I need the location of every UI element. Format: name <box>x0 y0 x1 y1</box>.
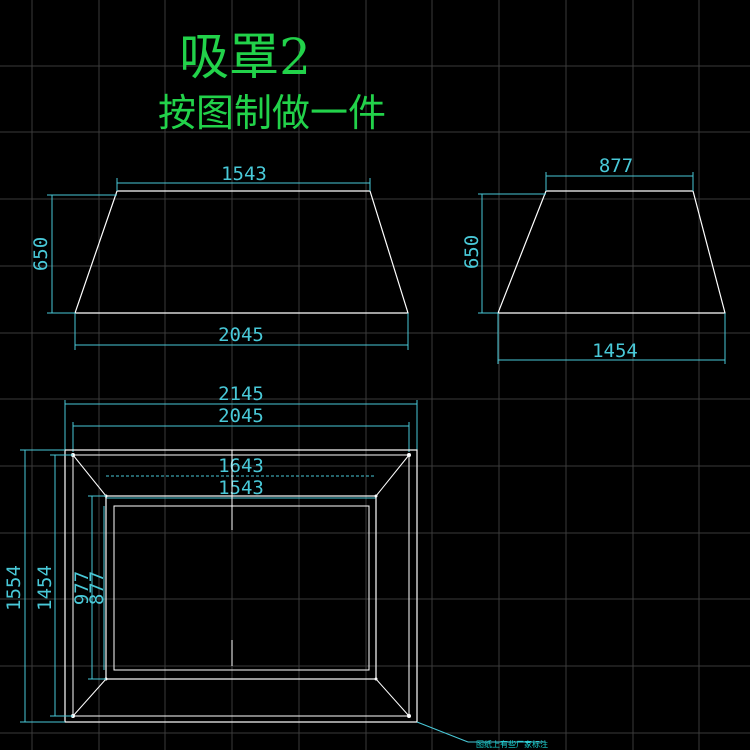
plan-edge-br <box>375 678 410 717</box>
plan-outer-width-label: 2145 <box>218 383 264 405</box>
side-top-width-label: 877 <box>599 155 633 177</box>
plan-inner-depth-label-2: 877 <box>86 571 108 605</box>
side-height-label: 650 <box>461 235 483 269</box>
plan-outer-height-label: 1554 <box>3 565 25 611</box>
plan-inner-depth-label-1: 977 <box>71 571 93 605</box>
note-leader-line <box>416 721 469 743</box>
front-height-label: 650 <box>30 237 52 271</box>
plan-edge-bl <box>72 678 107 717</box>
side-view: 877 650 1454 <box>461 155 726 364</box>
drawing-title: 吸罩2 <box>179 28 311 86</box>
side-bottom-width-label: 1454 <box>592 340 638 362</box>
front-view: 1543 650 2045 <box>30 163 409 350</box>
plan-outer-flange <box>64 449 418 723</box>
front-bottom-width-label: 2045 <box>218 324 264 346</box>
plan-edge-tl <box>72 454 107 497</box>
side-view-trapezoid <box>497 190 726 314</box>
note-text: 图纸上有些厂家标注 <box>476 739 548 749</box>
plan-inner-width-label-2: 1543 <box>218 477 264 499</box>
drawing-subtitle: 按图制做一件 <box>158 91 386 135</box>
plan-inner-width-label-1: 1643 <box>218 455 264 477</box>
plan-view: 2145 2045 1643 1543 <box>3 383 548 749</box>
plan-inner-flange <box>72 454 410 717</box>
plan-top-opening <box>105 495 377 680</box>
plan-edge-tr <box>375 454 410 497</box>
plan-top-opening-inner <box>113 505 370 671</box>
front-top-width-label: 1543 <box>221 163 267 185</box>
plan-flange-width-label: 2045 <box>218 405 264 427</box>
plan-flange-height-label: 1454 <box>34 565 56 611</box>
front-view-trapezoid <box>74 190 409 314</box>
